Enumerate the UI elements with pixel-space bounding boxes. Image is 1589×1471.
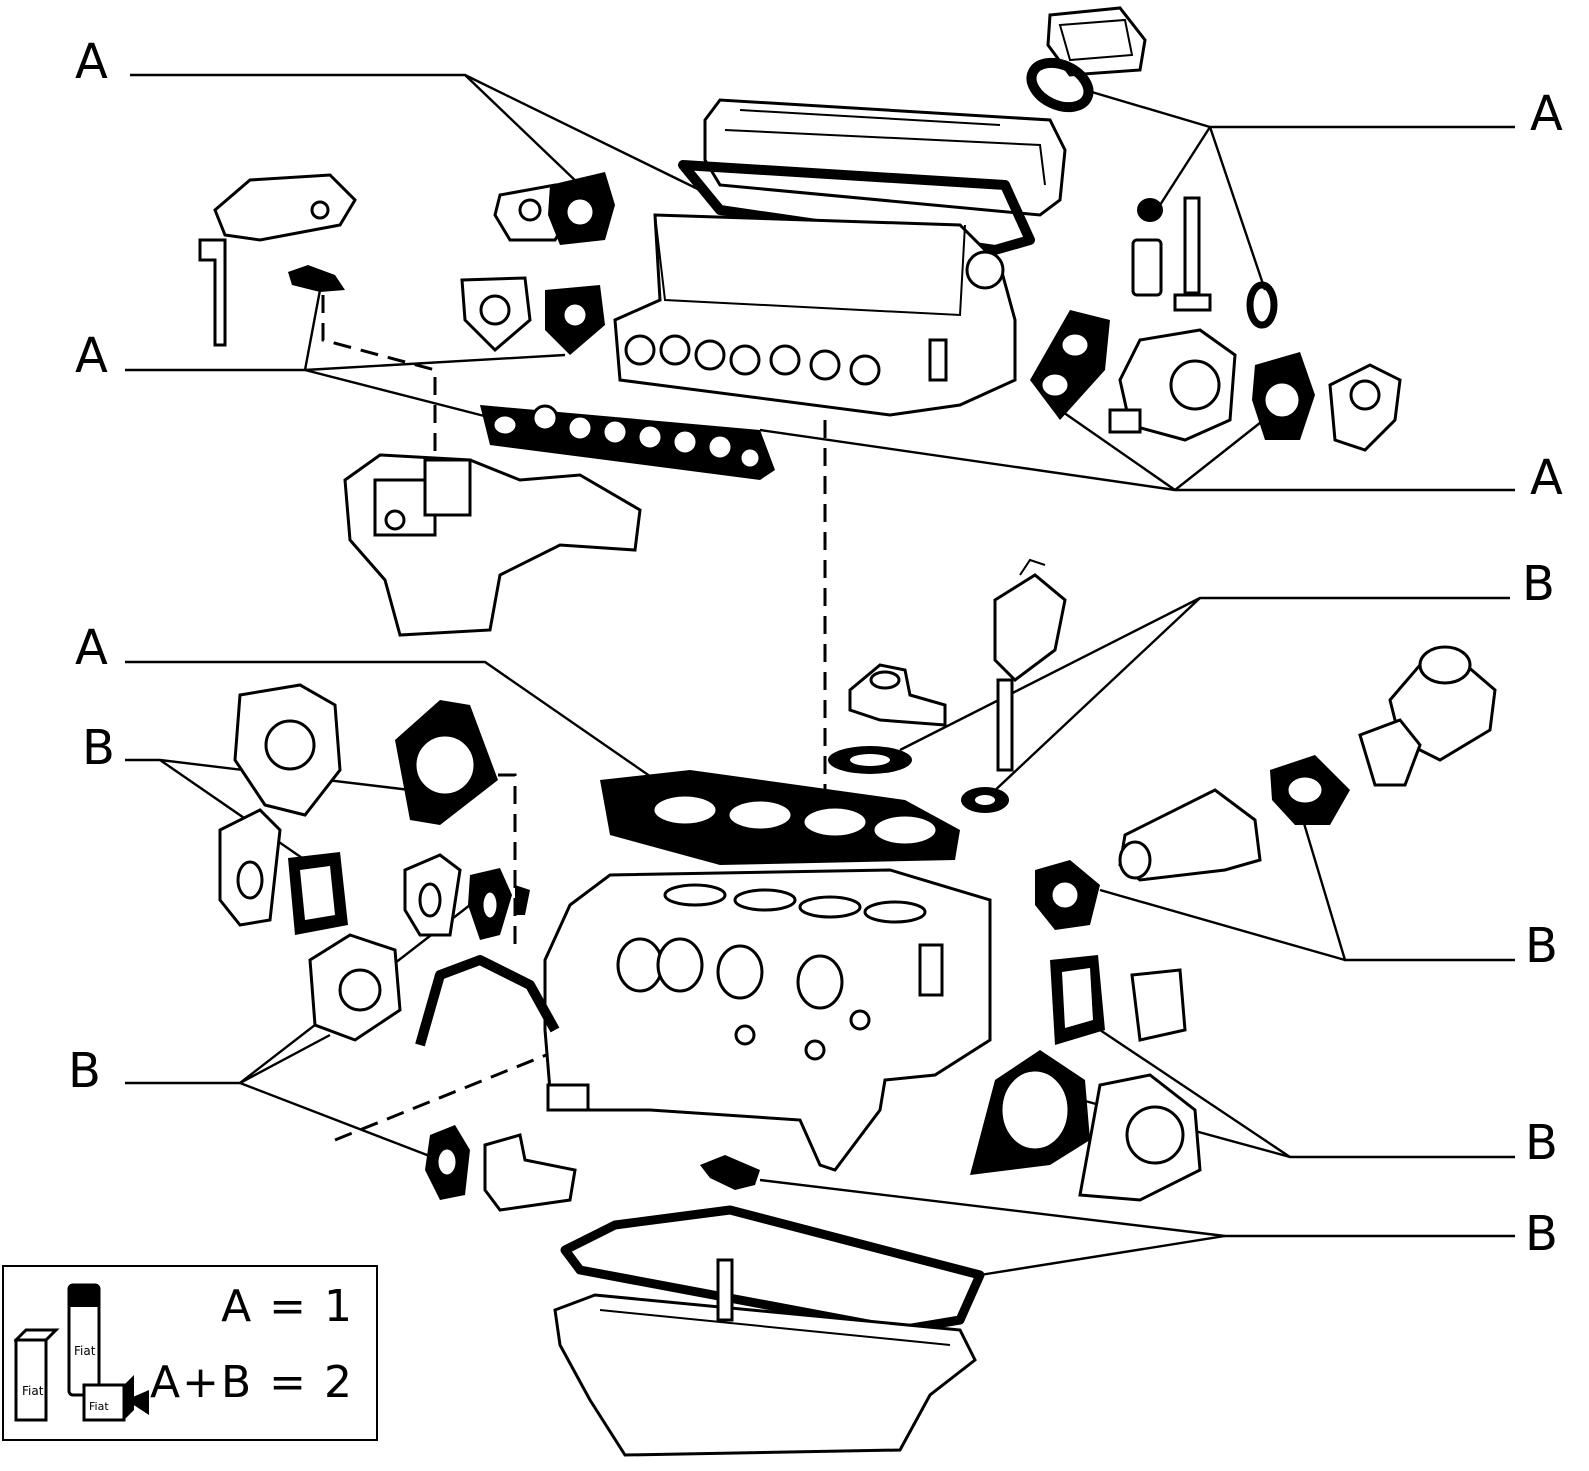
distributor-support — [848, 663, 947, 727]
exhaust-manifold-gasket — [480, 404, 775, 480]
side-cover-gasket-rect — [1050, 955, 1105, 1045]
kit-legend: Fiat Fiat Fiat A = 1 A+B = 2 — [2, 1265, 378, 1441]
rear-main-seal-gasket — [970, 1050, 1090, 1175]
kit-boxes-icon: Fiat Fiat Fiat — [14, 1283, 149, 1422]
callout-b-bottom: B — [1525, 1206, 1558, 1262]
rear-main-seal-housing — [1078, 1073, 1202, 1202]
callout-b-right-middle: B — [1525, 918, 1558, 974]
thermostat-gasket-left — [288, 265, 345, 292]
fuel-pump-flange — [1358, 718, 1422, 787]
front-cover-gasket — [415, 955, 560, 1047]
exhaust-manifold — [343, 453, 642, 637]
callout-a-head-gasket: A — [75, 620, 108, 676]
callout-a-middle-left: A — [75, 328, 108, 384]
timing-cover-gasket-left — [288, 852, 348, 935]
water-pump-gasket — [1030, 310, 1110, 420]
legend-a-equals-1: A = 1 — [221, 1281, 354, 1332]
callout-labels: A A A A A B B B B B B — [68, 34, 1563, 1262]
water-pump-housing-left — [233, 683, 342, 817]
engine-block — [543, 868, 992, 1172]
callout-b-left: B — [82, 720, 115, 776]
side-cover-plate — [1130, 968, 1187, 1042]
oil-pump-cover — [403, 853, 462, 937]
oil-pan — [553, 1258, 977, 1457]
oil-pan-gasket — [560, 1205, 985, 1335]
o-ring-seal — [1246, 281, 1278, 329]
thermostat-housing — [1328, 363, 1402, 452]
intake-flange-gasket — [545, 285, 605, 355]
callout-a-top-right: A — [1530, 86, 1563, 142]
svg-text:Fiat: Fiat — [74, 1344, 96, 1358]
oil-pump-gasket — [468, 868, 530, 940]
valve-cover-gasket — [678, 160, 1035, 255]
water-outlet-gasket — [548, 172, 615, 245]
water-pump-gasket-left — [395, 700, 498, 825]
timing-cover-left — [218, 808, 282, 927]
thermostat-housing-gasket — [1252, 352, 1315, 440]
callout-b-right-upper: B — [1522, 556, 1555, 612]
top-access-cover — [1046, 6, 1147, 77]
oil-strainer-gasket — [700, 1155, 760, 1190]
fuel-pump — [1388, 645, 1497, 762]
bypass-tube — [483, 1133, 577, 1212]
distributor-support-gasket — [828, 746, 912, 774]
svg-text:Fiat: Fiat — [89, 1400, 109, 1413]
tappet — [1131, 238, 1163, 297]
bypass-tube-gasket — [425, 1125, 470, 1200]
callout-a-middle-right: A — [1530, 450, 1563, 506]
water-pump — [1108, 328, 1237, 442]
thermostat-cover-left — [198, 173, 357, 347]
cylinder-head-gasket — [600, 770, 960, 865]
distributor — [993, 558, 1067, 772]
callout-b-right-lower: B — [1525, 1115, 1558, 1171]
distributor-seal — [961, 787, 1009, 813]
fuel-pump-gasket — [1270, 755, 1350, 825]
legend-a-plus-b-equals-2: A+B = 2 — [150, 1357, 354, 1408]
front-seal-cover — [308, 933, 402, 1042]
side-cover-gasket-right — [1035, 860, 1100, 930]
intake-flange — [460, 276, 532, 353]
valve — [1173, 196, 1212, 312]
valve-stem-seal — [1137, 198, 1163, 222]
callout-b-left-lower: B — [68, 1043, 101, 1099]
fuel-pump-spacer — [1118, 788, 1262, 882]
top-seal-ring — [1026, 57, 1094, 113]
cylinder-head — [613, 213, 1017, 417]
svg-text:Fiat: Fiat — [22, 1384, 44, 1398]
callout-a-top-left: A — [75, 34, 108, 90]
